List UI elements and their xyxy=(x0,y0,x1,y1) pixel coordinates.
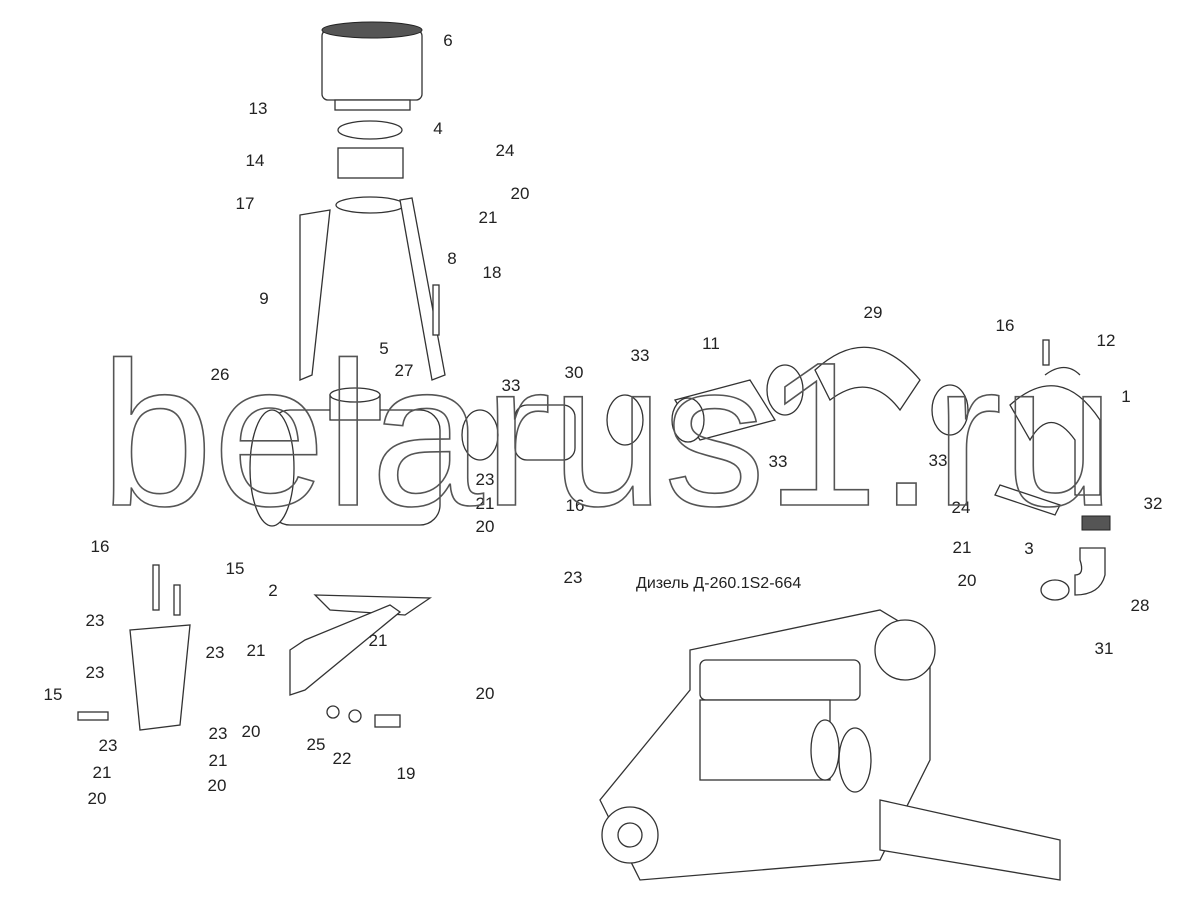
part-label-21: 21 xyxy=(369,631,388,650)
bolt-16 xyxy=(1042,339,1050,366)
clamp-33c xyxy=(766,364,804,416)
bolt-15b xyxy=(77,711,109,721)
clamp-14 xyxy=(335,196,405,214)
part-label-31: 31 xyxy=(1095,639,1114,658)
part-label-23: 23 xyxy=(86,611,105,630)
part-label-33: 33 xyxy=(631,346,650,365)
part-label-16: 16 xyxy=(91,537,110,556)
part-label-5: 5 xyxy=(379,339,388,358)
part-label-22: 22 xyxy=(333,749,352,768)
part-label-21: 21 xyxy=(953,538,972,557)
part-label-25: 25 xyxy=(307,735,326,754)
elbow-29 xyxy=(814,346,921,412)
part-label-17: 17 xyxy=(236,194,255,213)
part-label-20: 20 xyxy=(208,776,227,795)
clamp-31 xyxy=(1040,579,1070,601)
air-cleaner-end xyxy=(249,409,295,527)
washer-22 xyxy=(348,709,362,723)
part-label-28: 28 xyxy=(1131,596,1150,615)
part-label-20: 20 xyxy=(511,184,530,203)
bolt-19 xyxy=(374,714,401,728)
filter-base xyxy=(334,99,411,111)
part-label-18: 18 xyxy=(483,263,502,282)
part-label-4: 4 xyxy=(433,119,442,138)
part-label-20: 20 xyxy=(242,722,261,741)
part-label-23: 23 xyxy=(209,724,228,743)
part-label-23: 23 xyxy=(564,568,583,587)
bolt-18 xyxy=(432,284,440,336)
part-label-23: 23 xyxy=(476,470,495,489)
part-label-20: 20 xyxy=(958,571,977,590)
part-label-6: 6 xyxy=(443,31,452,50)
part-label-33: 33 xyxy=(502,376,521,395)
plate-2 xyxy=(313,594,433,616)
bracket-2 xyxy=(289,604,402,696)
part-label-20: 20 xyxy=(476,684,495,703)
part-label-21: 21 xyxy=(209,751,228,770)
watermark: belarus1.ru xyxy=(100,320,1115,549)
part-label-2: 2 xyxy=(268,581,277,600)
part-label-23: 23 xyxy=(99,736,118,755)
hose-30 xyxy=(514,404,576,461)
clamp-32 xyxy=(1081,515,1111,531)
part-label-15: 15 xyxy=(44,685,63,704)
engine-caption: Дизель Д-260.1S2-664 xyxy=(636,575,801,592)
filter-top xyxy=(321,21,423,39)
clamp-33b xyxy=(606,394,644,446)
pipe-1 xyxy=(1009,385,1101,496)
part-label-12: 12 xyxy=(1097,331,1116,350)
part-label-21: 21 xyxy=(479,208,498,227)
part-label-19: 19 xyxy=(397,764,416,783)
part-label-13: 13 xyxy=(249,99,268,118)
clamp-12 xyxy=(1044,366,1081,376)
engine-illustration xyxy=(599,609,1061,881)
part-label-20: 20 xyxy=(88,789,107,808)
part-label-11: 11 xyxy=(702,334,720,353)
part-label-14: 14 xyxy=(246,151,265,170)
part-label-33: 33 xyxy=(769,452,788,471)
washer-25 xyxy=(326,705,340,719)
part-label-30: 30 xyxy=(565,363,584,382)
part-label-26: 26 xyxy=(211,365,230,384)
part-label-16: 16 xyxy=(996,316,1015,335)
clamp-33d xyxy=(931,384,969,436)
part-label-21: 21 xyxy=(93,763,112,782)
seal-ring-13 xyxy=(337,120,403,140)
part-label-23: 23 xyxy=(206,643,225,662)
part-label-33: 33 xyxy=(929,451,948,470)
bracket-9 xyxy=(299,209,331,381)
part-label-27: 27 xyxy=(395,361,414,380)
part-label-24: 24 xyxy=(496,141,515,160)
bracket-3 xyxy=(994,484,1061,516)
part-label-16: 16 xyxy=(566,496,585,515)
bolt-16b xyxy=(152,564,160,611)
clamp-33a xyxy=(461,409,499,461)
part-label-8: 8 xyxy=(447,249,456,268)
part-label-21: 21 xyxy=(476,494,495,513)
part-label-29: 29 xyxy=(864,303,883,322)
bolt-15a xyxy=(173,584,181,616)
part-label-1: 1 xyxy=(1121,387,1130,406)
support-bracket xyxy=(129,624,191,731)
pipe-11-end xyxy=(671,397,705,443)
part-label-23: 23 xyxy=(86,663,105,682)
part-label-32: 32 xyxy=(1144,494,1163,513)
filter-cartridge xyxy=(321,29,423,101)
air-filter-assembly xyxy=(77,21,1111,731)
part-label-20: 20 xyxy=(476,517,495,536)
sleeve-4 xyxy=(337,147,404,179)
part-label-9: 9 xyxy=(259,289,268,308)
part-label-21: 21 xyxy=(247,641,266,660)
part-label-24: 24 xyxy=(952,498,971,517)
part-label-3: 3 xyxy=(1024,539,1033,558)
elbow-28 xyxy=(1074,547,1106,596)
part-label-15: 15 xyxy=(226,559,245,578)
outlet-rim xyxy=(329,387,381,403)
